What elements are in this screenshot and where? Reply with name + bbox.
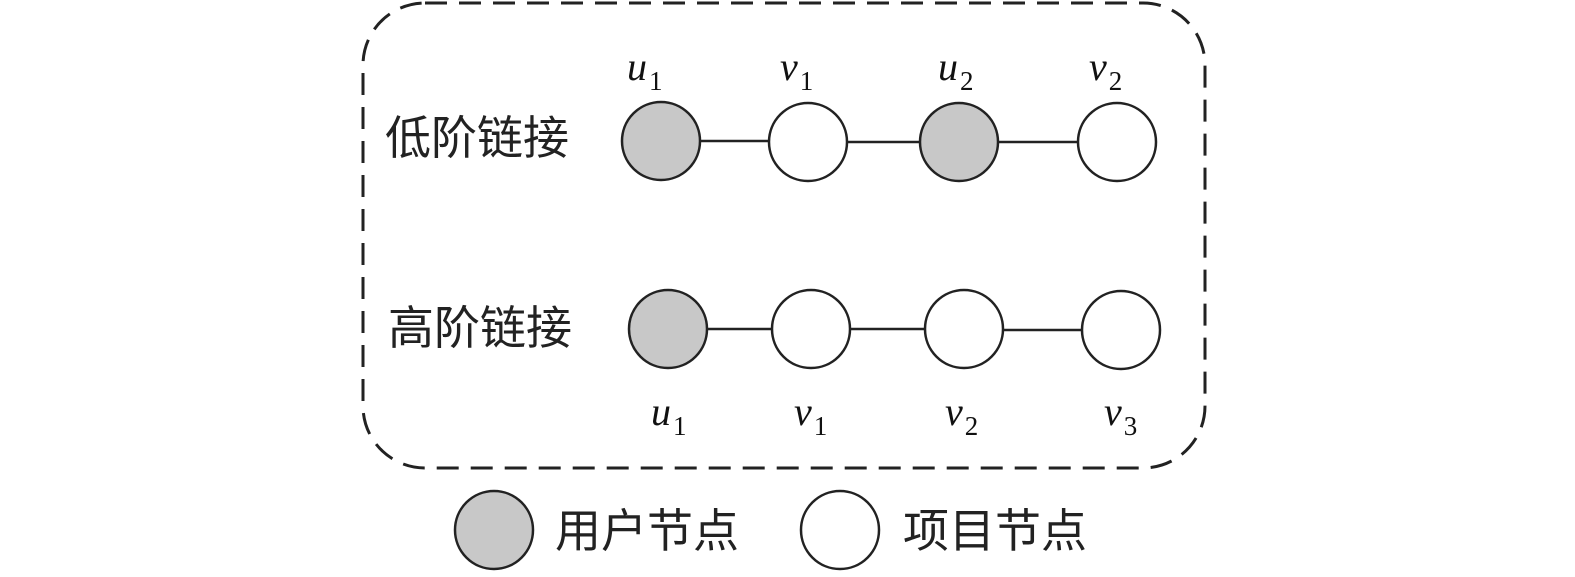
item-node xyxy=(1076,101,1158,183)
user-node xyxy=(620,100,702,182)
row-label-high-order: 高阶链接 xyxy=(388,301,572,355)
node-label: u2 xyxy=(938,44,974,96)
item-node xyxy=(1080,289,1162,371)
node-label: v1 xyxy=(794,389,827,441)
row-low-order: u1 v1 u2 v2 xyxy=(620,44,1158,183)
user-node xyxy=(918,101,1000,183)
legend: 用户节点 项目节点 xyxy=(453,489,1087,571)
legend-item-label: 项目节点 xyxy=(903,504,1087,558)
item-node xyxy=(923,288,1005,370)
row-label-low-order: 低阶链接 xyxy=(385,111,569,165)
node-label: v3 xyxy=(1104,389,1137,441)
legend-user-label: 用户节点 xyxy=(555,504,739,558)
row-high-order: u1 v1 v2 v3 xyxy=(627,288,1162,441)
user-node xyxy=(627,288,709,370)
item-node xyxy=(767,101,849,183)
dashed-frame xyxy=(361,1,1207,470)
legend-item-swatch xyxy=(799,489,881,571)
node-label: u1 xyxy=(627,44,663,96)
node-label: v1 xyxy=(780,44,813,96)
node-label: u1 xyxy=(651,389,687,441)
node-label: v2 xyxy=(1089,44,1122,96)
legend-user-swatch xyxy=(453,489,535,571)
item-node xyxy=(770,288,852,370)
node-label: v2 xyxy=(945,389,978,441)
